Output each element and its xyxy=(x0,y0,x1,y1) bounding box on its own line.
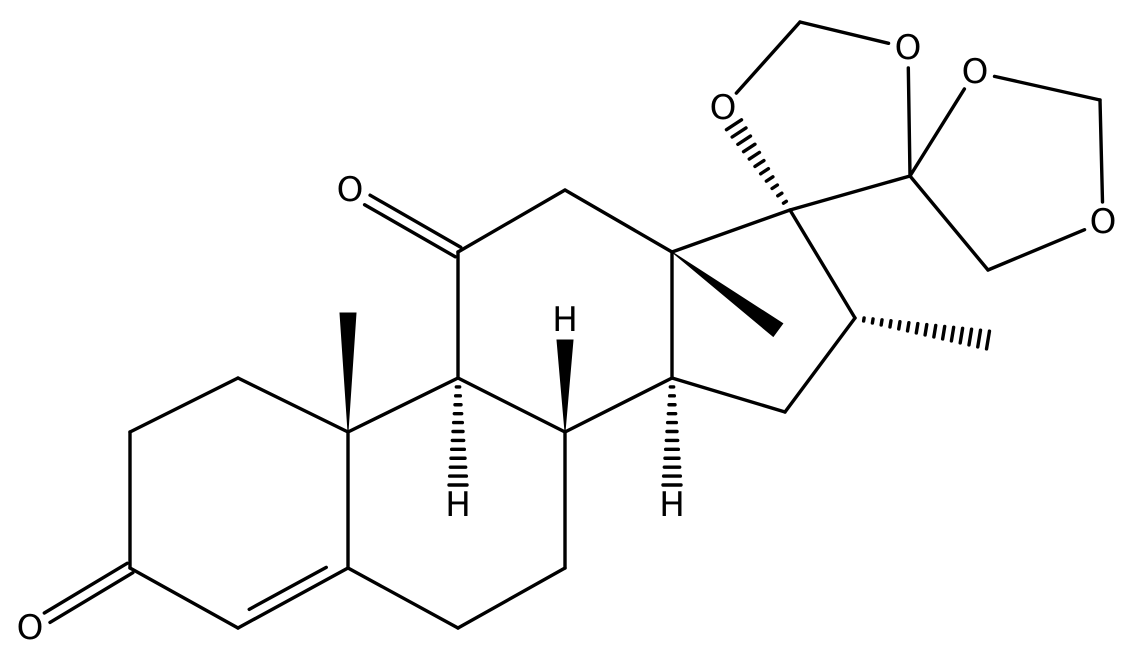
bond-c21-c20 xyxy=(908,174,990,272)
bond-c16-c16me-stroke xyxy=(897,320,902,331)
bond-c16-c17 xyxy=(788,208,857,320)
bond-c11-o11 xyxy=(362,193,463,259)
bond-c3-o3-b xyxy=(48,571,135,625)
bond-c16-c16me-stroke xyxy=(949,325,956,343)
bond-c17-ox17-stroke xyxy=(736,134,753,147)
bond-c20-ox20b xyxy=(908,87,967,178)
bond-c16-c16me-stroke xyxy=(932,323,938,339)
bond-c8-c9 xyxy=(456,376,567,434)
bond-c16-c16me-stroke xyxy=(870,317,875,325)
atom-label-ox17: O xyxy=(710,88,737,128)
bond-cm17-ox20a xyxy=(798,20,891,46)
bond-ox20b-cm20 xyxy=(992,74,1102,102)
bond-c10-c19 xyxy=(339,312,357,433)
bond-c16-c16me-stroke xyxy=(888,319,893,329)
bond-c4-c5-outer xyxy=(236,566,350,630)
bond-c16-c16me-stroke xyxy=(984,329,992,351)
atom-label-ox21: O xyxy=(1090,202,1117,242)
bond-c17-ox17-stroke xyxy=(741,142,757,154)
bond-c3-c4 xyxy=(128,566,240,630)
bond-c17-c13 xyxy=(670,208,792,254)
bond-c6-c7 xyxy=(456,566,567,630)
bond-c3-o3-a xyxy=(42,561,129,615)
bond-c16-c16me-stroke xyxy=(914,321,920,335)
bond-c17-ox17 xyxy=(724,118,789,205)
bond-c9-c10 xyxy=(346,376,460,434)
bond-c1-c2 xyxy=(128,376,240,434)
bond-c4-c5-inner xyxy=(247,565,328,612)
bond-c10-c1 xyxy=(236,376,350,434)
bond-c16-c16me xyxy=(861,316,992,351)
bond-ox17-cm17 xyxy=(734,20,802,95)
bond-c17-ox17-stroke xyxy=(770,183,780,191)
bond-c17-ox17-stroke xyxy=(776,191,784,198)
bond-c3-o3 xyxy=(42,561,135,625)
bond-c14-c15 xyxy=(670,376,787,414)
bond-c16-c16me-stroke xyxy=(958,326,965,345)
bond-c16-c16me-stroke xyxy=(923,322,929,337)
bond-ox20a-c20 xyxy=(906,66,912,178)
bond-c17-ox17-stroke xyxy=(753,158,766,169)
bond-c15-c16 xyxy=(783,316,857,414)
bond-c17-ox17-stroke xyxy=(747,150,762,161)
bond-c16-c16me-stroke xyxy=(905,320,911,333)
atom-label-ox20a: O xyxy=(895,28,922,68)
atom-label-ox20b: O xyxy=(962,52,989,92)
bond-ox21-c21 xyxy=(986,228,1087,272)
bond-c12-c13 xyxy=(563,188,674,254)
bond-c8-h8 xyxy=(556,339,574,433)
bond-c17-ox17-stroke xyxy=(764,175,775,183)
bond-c4-c5 xyxy=(236,565,350,630)
bond-c17-ox17-stroke xyxy=(781,199,789,205)
bond-c20-c17 xyxy=(788,174,912,212)
bond-c14-c8 xyxy=(563,376,674,434)
bond-c5-c6 xyxy=(346,566,460,630)
bond-c16-c16me-stroke xyxy=(976,328,983,349)
bond-c17-ox17-stroke xyxy=(724,118,744,132)
bond-c16-c16me-stroke xyxy=(879,318,884,327)
bond-c17-ox17-stroke xyxy=(730,126,748,139)
atom-label-o3: O xyxy=(17,608,44,648)
atom-label-o11: O xyxy=(337,170,364,210)
bond-c17-ox17-stroke xyxy=(758,166,771,176)
bond-c16-c16me-stroke xyxy=(861,316,866,323)
atom-label-h8: H xyxy=(552,300,578,340)
bond-c16-c16me-stroke xyxy=(940,324,947,341)
bond-c16-c16me-stroke xyxy=(967,327,974,347)
bonds-layer xyxy=(42,20,1105,630)
bond-c14-h14 xyxy=(661,385,683,487)
bond-cm20-ox21 xyxy=(1098,98,1105,204)
bond-c9-h9 xyxy=(447,385,469,487)
bond-c11-c12 xyxy=(456,188,567,254)
bond-c13-c18 xyxy=(671,251,784,338)
atom-label-h14: H xyxy=(659,485,685,525)
bond-c11-o11-a xyxy=(368,193,463,249)
atom-label-h9: H xyxy=(445,485,471,525)
bond-c11-o11-b xyxy=(362,203,457,259)
